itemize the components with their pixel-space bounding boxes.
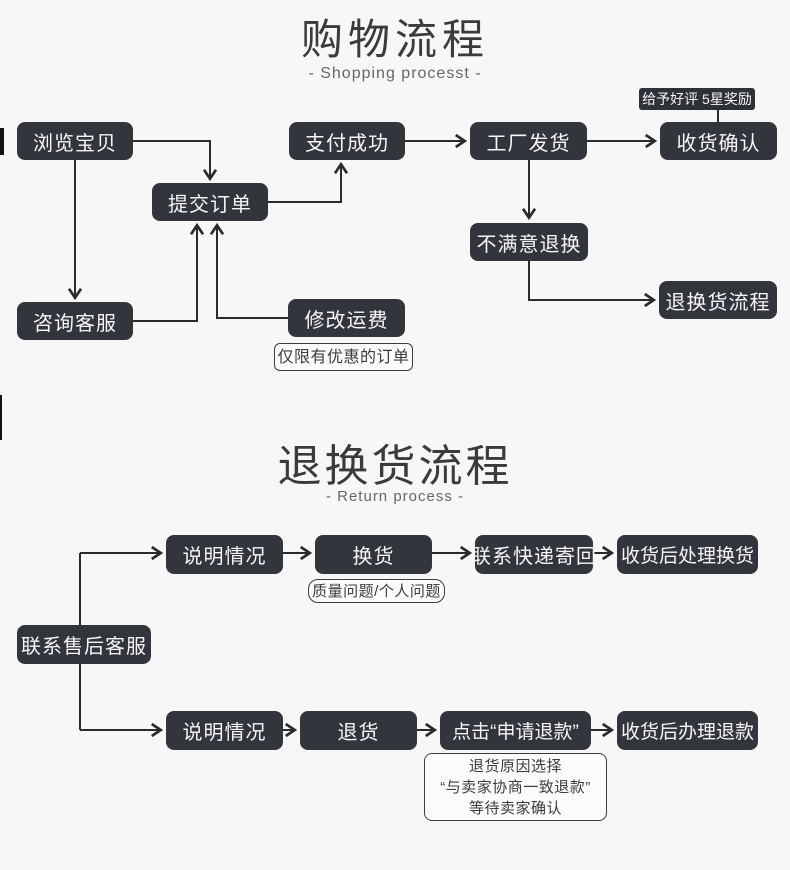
five-star-reward-badge: 给予好评 5星奖励 — [639, 88, 755, 110]
note-text: 仅限有优惠的订单 — [277, 348, 410, 366]
node-explain-exchange: 说明情况 — [166, 535, 283, 574]
node-click-apply-refund: 点击“申请退款” — [440, 711, 591, 750]
node-exchange: 换货 — [315, 535, 432, 574]
node-modify-shipping: 修改运费 — [288, 299, 405, 337]
left-edge-artifact-middle — [0, 395, 2, 440]
node-return-flow-link: 退换货流程 — [659, 281, 777, 319]
node-payment-success: 支付成功 — [289, 122, 405, 160]
node-contact-courier: 联系快递寄回 — [471, 535, 596, 574]
node-dissatisfied-return: 不满意退换 — [470, 223, 588, 261]
node-factory-ship: 工厂发货 — [470, 122, 587, 160]
note-discount-orders-only: 仅限有优惠的订单 — [274, 343, 413, 371]
shopping-title: 购物流程 — [300, 16, 489, 63]
note-refund-reason: 退货原因选择 “与卖家协商一致退款” 等待卖家确认 — [424, 753, 607, 821]
return-subtitle: - Return process - — [325, 488, 465, 505]
return-title: 退换货流程 — [277, 442, 513, 491]
node-explain-refund: 说明情况 — [166, 711, 283, 750]
node-handle-exchange: 收货后处理换货 — [617, 535, 758, 574]
node-submit-order: 提交订单 — [152, 183, 268, 221]
note-line-1: 退货原因选择 — [468, 757, 562, 775]
note-text: 质量问题/个人问题 — [312, 582, 441, 600]
node-contact-after-sales: 联系售后客服 — [17, 625, 151, 664]
note-line-2: “与卖家协商一致退款” — [440, 778, 591, 796]
note-line-3: 等待卖家确认 — [468, 799, 562, 817]
node-return-goods: 退货 — [300, 711, 417, 750]
left-edge-artifact-top — [0, 128, 4, 155]
node-consult-service: 咨询客服 — [17, 302, 133, 340]
shopping-subtitle: - Shopping processt - — [308, 65, 482, 82]
note-quality-or-personal: 质量问题/个人问题 — [308, 579, 445, 603]
node-receive-confirm: 收货确认 — [660, 122, 777, 160]
node-browse-items: 浏览宝贝 — [17, 122, 133, 160]
node-handle-refund: 收货后办理退款 — [617, 711, 758, 750]
